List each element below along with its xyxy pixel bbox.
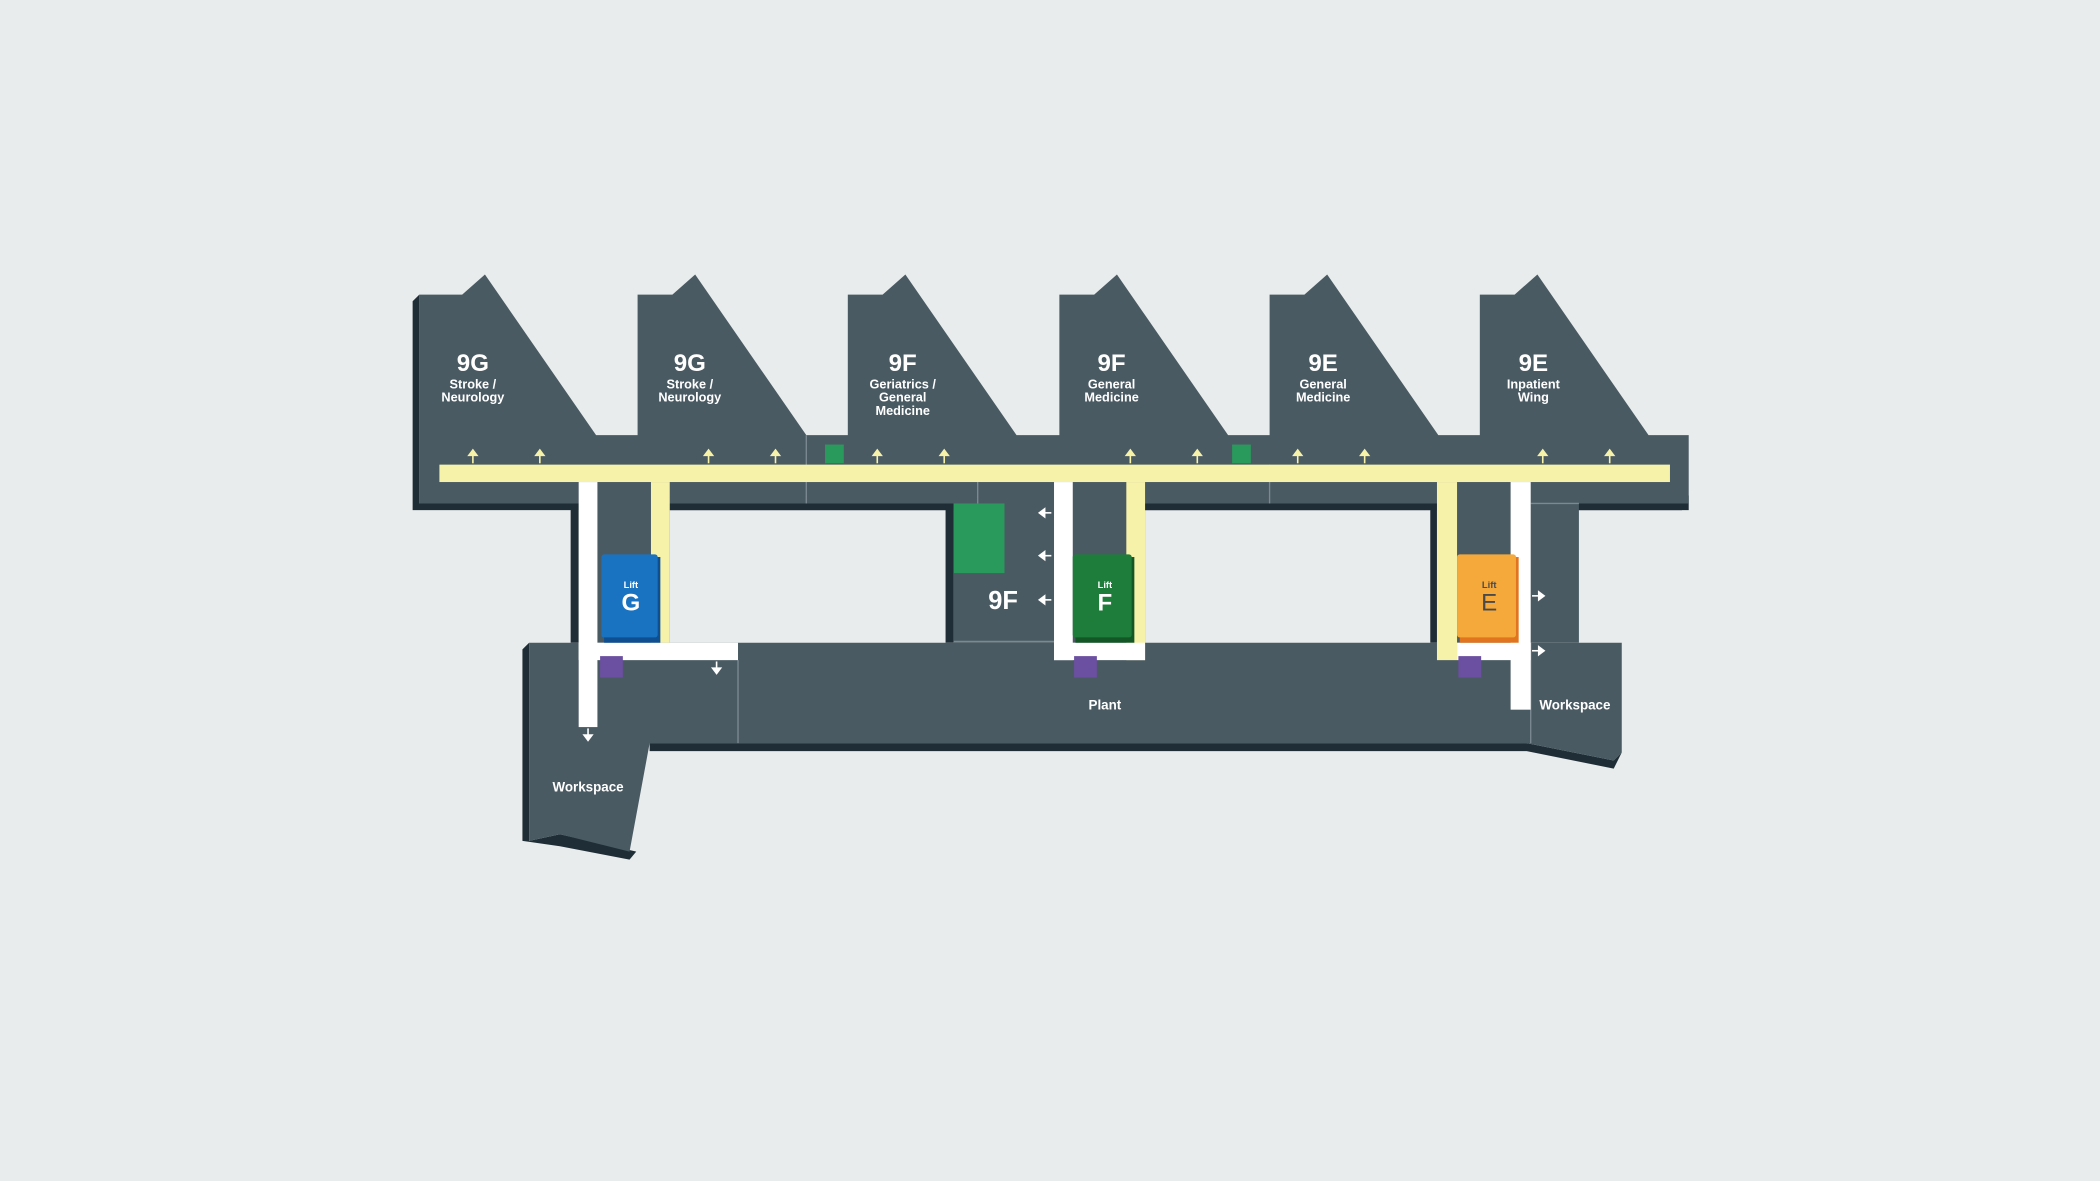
arrow-down-icon (582, 728, 594, 742)
stairs-icon (600, 656, 623, 678)
arrow-right-icon (1532, 645, 1546, 657)
arrow-up-icon (1359, 448, 1371, 464)
workspace-right-label: Workspace (1539, 698, 1610, 713)
lift-caption: Lift (624, 580, 639, 590)
lift-letter: F (1098, 590, 1113, 617)
svg-text:Neurology: Neurology (658, 390, 721, 405)
garden-patch (953, 503, 1005, 574)
plant-label: Plant (1089, 698, 1122, 713)
building-shadow (412, 294, 1689, 860)
arrow-left-icon (1037, 507, 1052, 519)
arrow-up-icon (534, 448, 546, 464)
stairs (600, 656, 1482, 678)
lift-f[interactable]: Lift F (1072, 554, 1135, 643)
lift-g[interactable]: Lift G (601, 554, 661, 643)
svg-text:Medicine: Medicine (1084, 390, 1138, 405)
garden-patch (825, 444, 844, 464)
svg-text:9F: 9F (889, 350, 917, 377)
lift-caption: Lift (1482, 580, 1497, 590)
white-arrows (582, 507, 1546, 742)
main-corridor (439, 464, 1670, 483)
svg-text:Stroke /: Stroke / (450, 376, 497, 391)
svg-text:9E: 9E (1519, 350, 1548, 377)
svg-text:Inpatient: Inpatient (1507, 376, 1561, 391)
svg-text:9G: 9G (674, 350, 706, 377)
gardens (825, 444, 1251, 574)
svg-text:Wing: Wing (1518, 390, 1549, 405)
arrow-left-icon (1037, 594, 1052, 606)
arrow-up-icon (1292, 448, 1304, 464)
arrow-up-icon (1537, 448, 1549, 464)
arrow-right-icon (1532, 590, 1546, 602)
arrow-up-icon (769, 448, 782, 464)
svg-text:General: General (1088, 376, 1135, 391)
arrow-up-icon (938, 448, 950, 464)
garden-patch (1232, 444, 1251, 464)
arrow-down-icon (710, 661, 723, 675)
lift-letter: E (1481, 590, 1497, 617)
lift-letter: G (622, 590, 641, 617)
corridors (439, 464, 1670, 728)
arrow-up-icon (1604, 448, 1616, 464)
svg-text:9G: 9G (457, 350, 489, 377)
stairs-icon (1458, 656, 1482, 678)
arrow-up-icon (1124, 448, 1136, 464)
arrow-up-icon (871, 448, 883, 464)
svg-text:9F: 9F (1098, 350, 1126, 377)
entrance-arrows (467, 448, 1616, 464)
stairs-icon (1074, 656, 1097, 678)
center-ward-label: 9F (988, 587, 1018, 615)
lift-caption: Lift (1098, 580, 1113, 590)
svg-text:Geriatrics /: Geriatrics / (869, 376, 936, 391)
workspace-left-label: Workspace (552, 779, 623, 794)
svg-text:9E: 9E (1308, 350, 1337, 377)
arrow-up-icon (1191, 448, 1203, 464)
arrow-left-icon (1037, 550, 1052, 562)
arrow-up-icon (702, 448, 715, 464)
svg-text:Neurology: Neurology (441, 390, 504, 405)
svg-text:General: General (1299, 376, 1346, 391)
svg-text:General: General (879, 390, 926, 405)
svg-text:Medicine: Medicine (1296, 390, 1350, 405)
lift-e[interactable]: Lift E (1457, 554, 1519, 643)
svg-text:Medicine: Medicine (875, 403, 929, 418)
arrow-up-icon (467, 448, 479, 464)
svg-text:Stroke /: Stroke / (666, 376, 713, 391)
